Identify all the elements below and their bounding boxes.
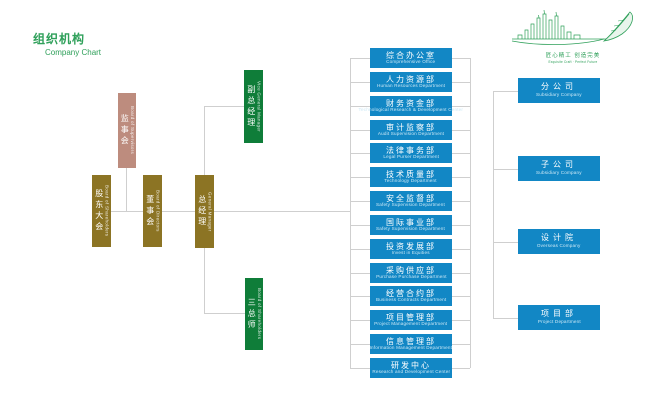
branch-design-institute: 设计院 Overseas Company <box>493 229 600 254</box>
connector-vgm-horizontal <box>204 106 244 107</box>
dept-finance-funds: 财务资金部 Technological Research & Developme… <box>350 96 470 116</box>
page-title: 组织机构 Company Chart <box>33 30 101 57</box>
dept-label-en: Comprehensive Office <box>386 59 436 65</box>
dept-investment-development: 投资发展部 Invest in Equities <box>350 239 470 259</box>
dept-label-en: Audit Supervision Department <box>377 131 445 137</box>
dept-research-development-center: 研发中心 Research and Development Center <box>350 358 470 378</box>
dept-label-en: Research and Development Center <box>372 369 450 375</box>
dept-label-en: Business Contracts Department <box>375 297 447 303</box>
dept-purchase-supply: 采购供应部 Purchase Purchase Department <box>350 263 470 283</box>
dept-business-contracts: 经营合约部 Business Contracts Department <box>350 286 470 306</box>
dept-label-cn: 国际事业部 <box>386 217 436 227</box>
dept-comprehensive-office: 综合办公室 Comprehensive Office <box>350 48 470 68</box>
connector-dept-right-bus <box>470 58 471 368</box>
branch-label-cn: 分公司 <box>541 82 577 92</box>
dept-label-cn: 审计监察部 <box>386 122 436 132</box>
dept-international-business: 国际事业部 Safety Supervision Department <box>350 215 470 235</box>
dept-label-cn: 财务资金部 <box>386 98 436 108</box>
node-label-en: Board of Shareholders <box>256 288 262 340</box>
node-label-cn: 股东大会 <box>94 189 104 233</box>
node-board-of-supervisors: 监事会 Board of Supervisors <box>118 93 136 168</box>
branch-label-cn: 项目部 <box>541 309 577 319</box>
dept-information-management: 信息管理部 Information Management Department <box>350 334 470 354</box>
dept-label-cn: 经营合约部 <box>386 288 436 298</box>
node-general-manager: 总经理 General Manager <box>195 175 214 248</box>
dept-legal-affairs: 法律事务部 Legal Purser Department <box>350 143 470 163</box>
node-label-cn: 董事会 <box>145 194 155 228</box>
branch-label-en: Project Department <box>537 319 581 325</box>
dept-safety-supervision: 安全监督部 Safety Supervision Department <box>350 191 470 211</box>
connector-supervisors-drop <box>126 168 127 211</box>
node-label-cn: 总经理 <box>197 195 207 228</box>
node-vice-general-manager: 副总经理 Vice General Manager <box>244 70 263 143</box>
dept-label-en: Safety Supervision Department <box>376 226 446 232</box>
branch-label-cn: 子公司 <box>541 160 577 170</box>
connector-chiefs-vertical <box>204 248 205 313</box>
node-label-cn: 监事会 <box>120 114 130 147</box>
dept-label-en: Technological Research & Development Cen… <box>358 107 464 113</box>
connector-dept-left-bus <box>350 58 351 368</box>
connector-chiefs-horizontal <box>204 313 245 314</box>
branch-label-en: Overseas Company <box>537 243 581 249</box>
dept-label-cn: 投资发展部 <box>386 241 436 251</box>
skyline-quill-logo-icon <box>511 9 633 45</box>
node-label-en: General Manager <box>207 191 213 232</box>
node-label-cn: 副总经理 <box>246 84 256 129</box>
dept-label-cn: 综合办公室 <box>386 50 436 60</box>
logo-slogan-en: Exquisite Craft · Perfect Future <box>548 59 598 64</box>
dept-label-en: Technology Department <box>384 178 438 184</box>
company-logo: 匠心精工 创造完美 Exquisite Craft · Perfect Futu… <box>508 8 638 64</box>
branch-label-en: Subsidiary Company <box>536 92 582 98</box>
node-three-chief-engineers: 三总师 Board of Shareholders <box>245 278 263 350</box>
logo-slogan-cn: 匠心精工 创造完美 <box>545 53 601 59</box>
dept-audit-supervision: 审计监察部 Audit Supervision Department <box>350 120 470 140</box>
connector-vgm-vertical <box>204 106 205 175</box>
page-title-en: Company Chart <box>45 48 102 57</box>
dept-label-cn: 技术质量部 <box>386 169 436 179</box>
page-title-cn: 组织机构 <box>33 32 86 46</box>
dept-label-cn: 法律事务部 <box>386 145 436 155</box>
branch-label-en: Subsidiary Company <box>536 170 582 176</box>
dept-label-en: Information Management Department <box>369 345 453 351</box>
connector-branch-bus <box>493 91 494 318</box>
branch-subsidiary-company-2: 子公司 Subsidiary Company <box>493 156 600 181</box>
dept-project-management: 项目管理部 Project Management Department <box>350 310 470 330</box>
branch-label-cn: 设计院 <box>541 233 577 243</box>
node-label-cn: 三总师 <box>247 297 257 331</box>
dept-label-cn: 信息管理部 <box>386 336 436 346</box>
dept-label-cn: 项目管理部 <box>386 312 436 322</box>
node-label-en: Board of Directors <box>155 190 161 232</box>
node-label-en: Board of Supervisors <box>129 106 135 155</box>
dept-label-en: Project Management Department <box>374 321 448 327</box>
branch-subsidiary-company-1: 分公司 Subsidiary Company <box>493 78 600 103</box>
node-label-en: Board of Shareholders <box>104 185 110 237</box>
node-board-of-shareholders: 股东大会 Board of Shareholders <box>92 175 111 247</box>
node-board-of-directors: 董事会 Board of Directors <box>143 175 162 247</box>
dept-label-en: Human Resources Department <box>376 83 446 89</box>
dept-label-en: Invest in Equities <box>391 250 431 256</box>
dept-label-cn: 研发中心 <box>391 360 431 370</box>
dept-label-en: Purchase Purchase Department <box>375 274 447 280</box>
dept-label-cn: 人力资源部 <box>386 74 436 84</box>
dept-technology-quality: 技术质量部 Technology Department <box>350 167 470 187</box>
node-label-en: Vice General Manager <box>256 81 262 132</box>
dept-human-resources: 人力资源部 Human Resources Department <box>350 72 470 92</box>
dept-label-en: Legal Purser Department <box>383 154 439 160</box>
connector-main-line <box>110 211 350 212</box>
dept-label-en: Safety Supervision Department <box>376 202 446 208</box>
branch-project-department: 项目部 Project Department <box>493 305 600 330</box>
dept-label-cn: 安全监督部 <box>386 193 436 203</box>
dept-label-cn: 采购供应部 <box>386 265 436 275</box>
